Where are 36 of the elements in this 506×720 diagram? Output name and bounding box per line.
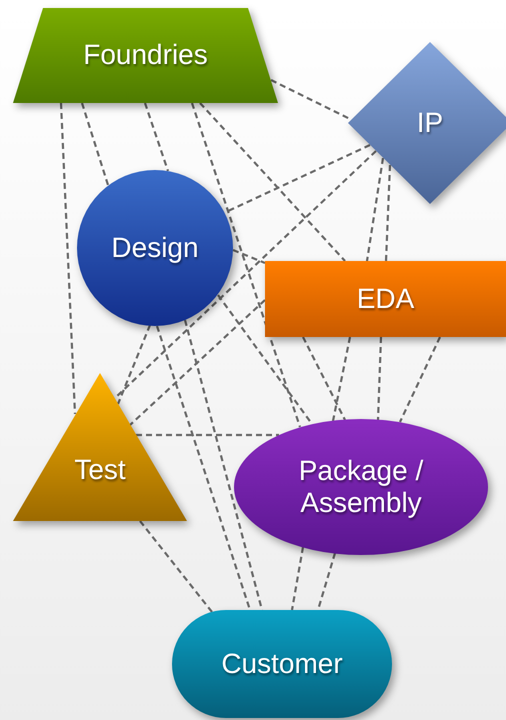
dashed-connector bbox=[80, 102, 110, 186]
dashed-connector bbox=[366, 158, 384, 262]
dashed-connector bbox=[199, 102, 346, 262]
dashed-connector bbox=[139, 520, 213, 613]
node-label: Package / Assembly bbox=[298, 454, 424, 520]
dashed-connector bbox=[144, 102, 170, 172]
dashed-connector bbox=[60, 102, 76, 414]
pill-node bbox=[172, 610, 392, 718]
dashed-connector bbox=[114, 150, 377, 399]
dashed-connector bbox=[136, 434, 279, 436]
node-label: Foundries bbox=[83, 39, 208, 72]
diamond-node bbox=[348, 42, 506, 204]
process-box bbox=[265, 261, 506, 337]
node-label: Design bbox=[111, 232, 199, 264]
triangle-node bbox=[13, 373, 187, 521]
trapezoid-node bbox=[13, 8, 278, 103]
dashed-connector bbox=[376, 336, 382, 420]
dashed-connector bbox=[332, 336, 352, 422]
dashed-connector bbox=[290, 546, 304, 610]
node-label: Test bbox=[74, 452, 126, 486]
dashed-connector bbox=[384, 164, 392, 262]
dashed-connector bbox=[226, 144, 370, 213]
ellipse-node bbox=[234, 419, 488, 555]
dashed-connector bbox=[190, 102, 302, 428]
dashed-connector bbox=[270, 79, 350, 120]
dashed-connector bbox=[184, 320, 264, 610]
node-label: Customer bbox=[221, 648, 343, 680]
dashed-connector bbox=[156, 326, 252, 610]
dashed-connector bbox=[399, 336, 441, 422]
dashed-connector bbox=[116, 324, 152, 404]
circle-node bbox=[77, 170, 233, 326]
dashed-connector bbox=[129, 299, 266, 426]
node-label: EDA bbox=[356, 282, 414, 316]
dashed-connector bbox=[232, 248, 266, 264]
node-label: IP bbox=[416, 106, 444, 140]
dashed-connector bbox=[302, 336, 346, 420]
